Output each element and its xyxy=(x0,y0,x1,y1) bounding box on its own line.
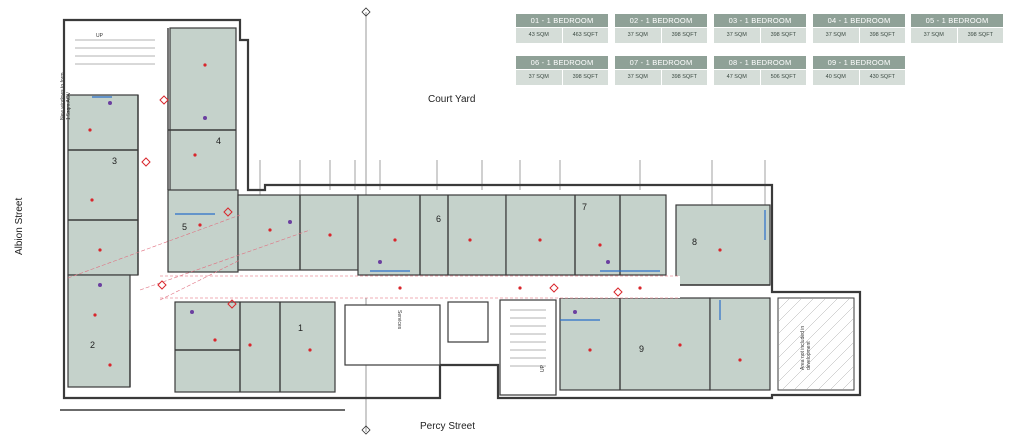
unit-sqm: 40 SQM xyxy=(813,70,859,85)
unit-sqft: 398 SQFT xyxy=(562,70,608,85)
room-5b xyxy=(237,194,359,271)
window-markers xyxy=(259,160,766,205)
room-number-6: 6 xyxy=(436,214,442,224)
up-label-2: UP xyxy=(540,365,546,372)
unit-title: 08 - 1 BEDROOM xyxy=(714,56,806,69)
room-number-2: 2 xyxy=(90,340,96,350)
room-number-4: 4 xyxy=(216,136,222,146)
unit-title: 06 - 1 BEDROOM xyxy=(516,56,608,69)
unit-title: 05 - 1 BEDROOM xyxy=(911,14,1003,27)
room-4 xyxy=(169,27,237,219)
unit-sqft: 463 SQFT xyxy=(562,28,608,43)
unit-sqm: 47 SQM xyxy=(714,70,760,85)
room-2 xyxy=(67,274,131,388)
purple-markers xyxy=(98,101,610,314)
unit-sqm: 37 SQM xyxy=(813,28,859,43)
corridor xyxy=(160,276,680,298)
unit-sqft: 398 SQFT xyxy=(661,70,707,85)
room-number-3: 3 xyxy=(112,156,118,166)
area-not-note: Area not included in development xyxy=(800,325,812,370)
unit-sqft: 430 SQFT xyxy=(859,70,905,85)
diamond-markers xyxy=(141,95,623,309)
unit-sqm: 37 SQM xyxy=(714,28,760,43)
room-5 xyxy=(167,189,239,273)
room-number-5: 5 xyxy=(182,222,188,232)
red-markers xyxy=(88,63,742,367)
unit-sqm: 37 SQM xyxy=(615,28,661,43)
unit-sqft: 398 SQFT xyxy=(661,28,707,43)
stairs xyxy=(75,39,546,367)
room-1 xyxy=(174,301,336,393)
blue-markers xyxy=(92,96,766,321)
unit-sqm: 37 SQM xyxy=(615,70,661,85)
percy-street-label: Percy Street xyxy=(420,421,476,432)
room-9 xyxy=(559,297,711,391)
services-label: Services xyxy=(396,310,402,330)
room-number-9: 9 xyxy=(639,344,645,354)
albion-street-label: Albion Street xyxy=(14,197,25,255)
room-number-8: 8 xyxy=(692,237,698,247)
hatched-area xyxy=(777,297,855,391)
room-8 xyxy=(675,204,771,286)
unit-title: 04 - 1 BEDROOM xyxy=(813,14,905,27)
unit-sqft: 506 SQFT xyxy=(760,70,806,85)
unit-title: 03 - 1 BEDROOM xyxy=(714,14,806,27)
unit-sqft: 398 SQFT xyxy=(760,28,806,43)
unit-sqm: 37 SQM xyxy=(516,70,562,85)
unit-sqft: 398 SQFT xyxy=(957,28,1003,43)
unit-title: 09 - 1 BEDROOM xyxy=(813,56,905,69)
room-9b xyxy=(709,297,771,391)
fire-lines xyxy=(67,214,311,301)
grid-marker-bottom xyxy=(361,425,371,435)
unit-title: 01 - 1 BEDROOM xyxy=(516,14,608,27)
unit-sqm: 43 SQM xyxy=(516,28,562,43)
unit-rooms xyxy=(67,27,771,393)
unit-title: 02 - 1 BEDROOM xyxy=(615,14,707,27)
services-area xyxy=(344,299,557,396)
unit-title: 07 - 1 BEDROOM xyxy=(615,56,707,69)
up-label-1: UP xyxy=(96,33,103,39)
grid-marker-top xyxy=(361,7,371,17)
new-windows-note: New windows to form 1.5sqm AOV xyxy=(60,72,72,120)
room-7 xyxy=(505,194,667,276)
unit-sqft: 398 SQFT xyxy=(859,28,905,43)
internal-walls xyxy=(60,28,770,411)
unit-sqm: 37 SQM xyxy=(911,28,957,43)
building-outline xyxy=(62,18,862,400)
room-number-7: 7 xyxy=(582,202,588,212)
court-yard-label: Court Yard xyxy=(428,94,476,105)
room-number-1: 1 xyxy=(298,323,304,333)
room-3 xyxy=(67,94,139,276)
